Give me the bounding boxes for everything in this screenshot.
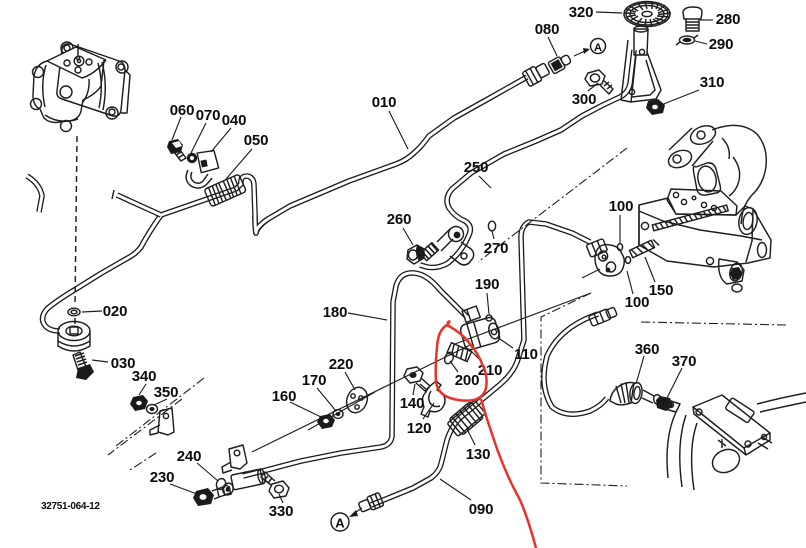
svg-text:300: 300 <box>572 91 596 108</box>
svg-text:350: 350 <box>154 384 178 401</box>
svg-text:040: 040 <box>222 112 246 129</box>
svg-text:160: 160 <box>272 388 296 405</box>
svg-text:260: 260 <box>387 211 411 228</box>
svg-text:150: 150 <box>649 282 673 299</box>
svg-text:32751-064-12: 32751-064-12 <box>41 501 100 512</box>
svg-text:110: 110 <box>514 346 538 363</box>
svg-text:280: 280 <box>716 11 740 28</box>
svg-text:050: 050 <box>244 132 268 149</box>
svg-text:250: 250 <box>464 159 488 176</box>
svg-text:340: 340 <box>132 368 156 385</box>
svg-text:070: 070 <box>196 107 220 124</box>
svg-text:140: 140 <box>400 395 424 412</box>
svg-text:370: 370 <box>672 353 696 370</box>
svg-text:270: 270 <box>484 240 508 257</box>
svg-text:360: 360 <box>635 341 659 358</box>
svg-text:060: 060 <box>170 102 194 119</box>
svg-text:090: 090 <box>469 501 493 518</box>
svg-text:230: 230 <box>150 469 174 486</box>
svg-text:170: 170 <box>302 372 326 389</box>
svg-text:290: 290 <box>709 36 733 53</box>
svg-text:330: 330 <box>269 503 293 520</box>
svg-text:200: 200 <box>455 372 479 389</box>
svg-text:310: 310 <box>700 74 724 91</box>
svg-text:030: 030 <box>111 355 135 372</box>
svg-text:240: 240 <box>177 448 201 465</box>
svg-text:080: 080 <box>535 21 559 38</box>
svg-text:130: 130 <box>466 446 490 463</box>
svg-text:190: 190 <box>475 276 499 293</box>
svg-text:A: A <box>594 42 602 54</box>
svg-text:220: 220 <box>329 356 353 373</box>
svg-text:120: 120 <box>407 420 431 437</box>
svg-text:180: 180 <box>323 304 347 321</box>
svg-text:020: 020 <box>103 303 127 320</box>
svg-text:A: A <box>335 516 345 531</box>
svg-text:010: 010 <box>372 94 396 111</box>
svg-text:320: 320 <box>569 4 593 21</box>
svg-text:100: 100 <box>609 198 633 215</box>
svg-text:100: 100 <box>625 294 649 311</box>
